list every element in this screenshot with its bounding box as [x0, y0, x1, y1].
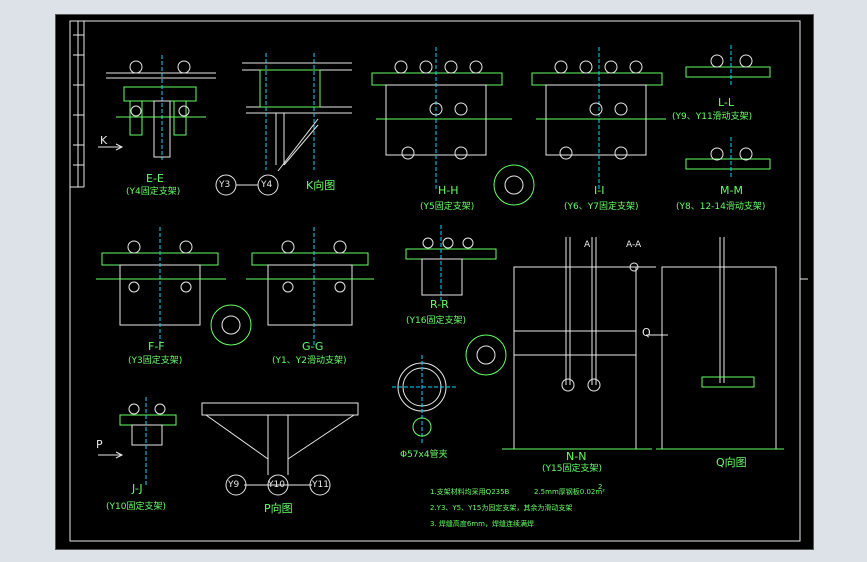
view-aa: [622, 262, 656, 272]
view-mm: [685, 137, 771, 179]
gg-title: G-G: [302, 340, 324, 353]
ii-caption: (Y6、Y7固定支架): [564, 202, 639, 212]
note-line-1-tail: 2.5mm厚钢板0.02m²: [534, 488, 605, 496]
view-ii: [531, 47, 666, 190]
view-hh: [371, 47, 535, 206]
drawing-frame: K E-E (Y4固定支架) Y3 Y4 K向图 H-H (Y5固定支架) I-…: [55, 14, 814, 550]
ee-title: E-E: [146, 172, 164, 185]
ll-caption: (Y9、Y11滑动支架): [672, 112, 753, 122]
note-line-3: 3. 焊缝高度6mm，焊缝连续满焊: [430, 520, 534, 528]
p-mark: P: [96, 438, 103, 451]
view-jj: [98, 397, 177, 485]
note-line-1: 1.支架材料均采用Q235B: [430, 488, 510, 496]
pipe-clamp-caption: Φ57x4管夹: [400, 450, 448, 460]
cad-drawing: [69, 20, 808, 542]
k-bubble-2: [236, 174, 279, 196]
p-bubble-y11: Y11: [312, 480, 329, 490]
title-block: [69, 20, 808, 542]
jj-title: J-J: [132, 482, 143, 495]
ll-title: L-L: [718, 96, 735, 109]
rr-caption: (Y16固定支架): [406, 316, 466, 326]
ff-caption: (Y3固定支架): [128, 356, 183, 366]
k-view-mark: K: [100, 134, 108, 147]
aa-title: A-A: [626, 240, 642, 250]
k-caption: K向图: [306, 179, 336, 192]
a-mark: A: [584, 240, 591, 250]
q-mark: Q: [642, 326, 651, 339]
mm-caption: (Y8、12-14滑动支架): [676, 202, 766, 212]
rr-title: R-R: [430, 298, 449, 311]
nn-caption: (Y15固定支架): [542, 464, 602, 474]
view-rr: [405, 225, 497, 301]
pipe-clamp-view: [392, 334, 507, 443]
q-caption: Q向图: [716, 456, 747, 469]
p-caption: P向图: [264, 502, 293, 515]
ff-title: F-F: [148, 340, 165, 353]
view-ff: [96, 227, 252, 346]
hh-title: H-H: [438, 184, 459, 197]
note-line-2: 2.Y3、Y5、Y15为固定支架，其余为滑动支架: [430, 504, 573, 512]
nn-title: N-N: [566, 450, 587, 463]
view-ll: [685, 45, 771, 85]
k-bubble-y4: Y4: [261, 180, 273, 190]
jj-caption: (Y10固定支架): [106, 502, 166, 512]
gg-caption: (Y1、Y2滑动支架): [272, 356, 347, 366]
note-line-1-tail-num: 2: [598, 483, 603, 491]
view-q: [656, 237, 784, 450]
k-bubble-y3: Y3: [219, 180, 231, 190]
ii-title: I-I: [594, 184, 605, 197]
mm-title: M-M: [720, 184, 743, 197]
view-p: [201, 402, 359, 496]
p-bubble-y10: Y10: [268, 480, 285, 490]
view-nn: [502, 237, 668, 450]
view-gg: [246, 227, 374, 345]
view-ee: [98, 55, 216, 160]
view-k: [242, 53, 352, 172]
hh-caption: (Y5固定支架): [420, 202, 475, 212]
p-bubble-y9: Y9: [228, 480, 240, 490]
ee-caption: (Y4固定支架): [126, 187, 181, 197]
